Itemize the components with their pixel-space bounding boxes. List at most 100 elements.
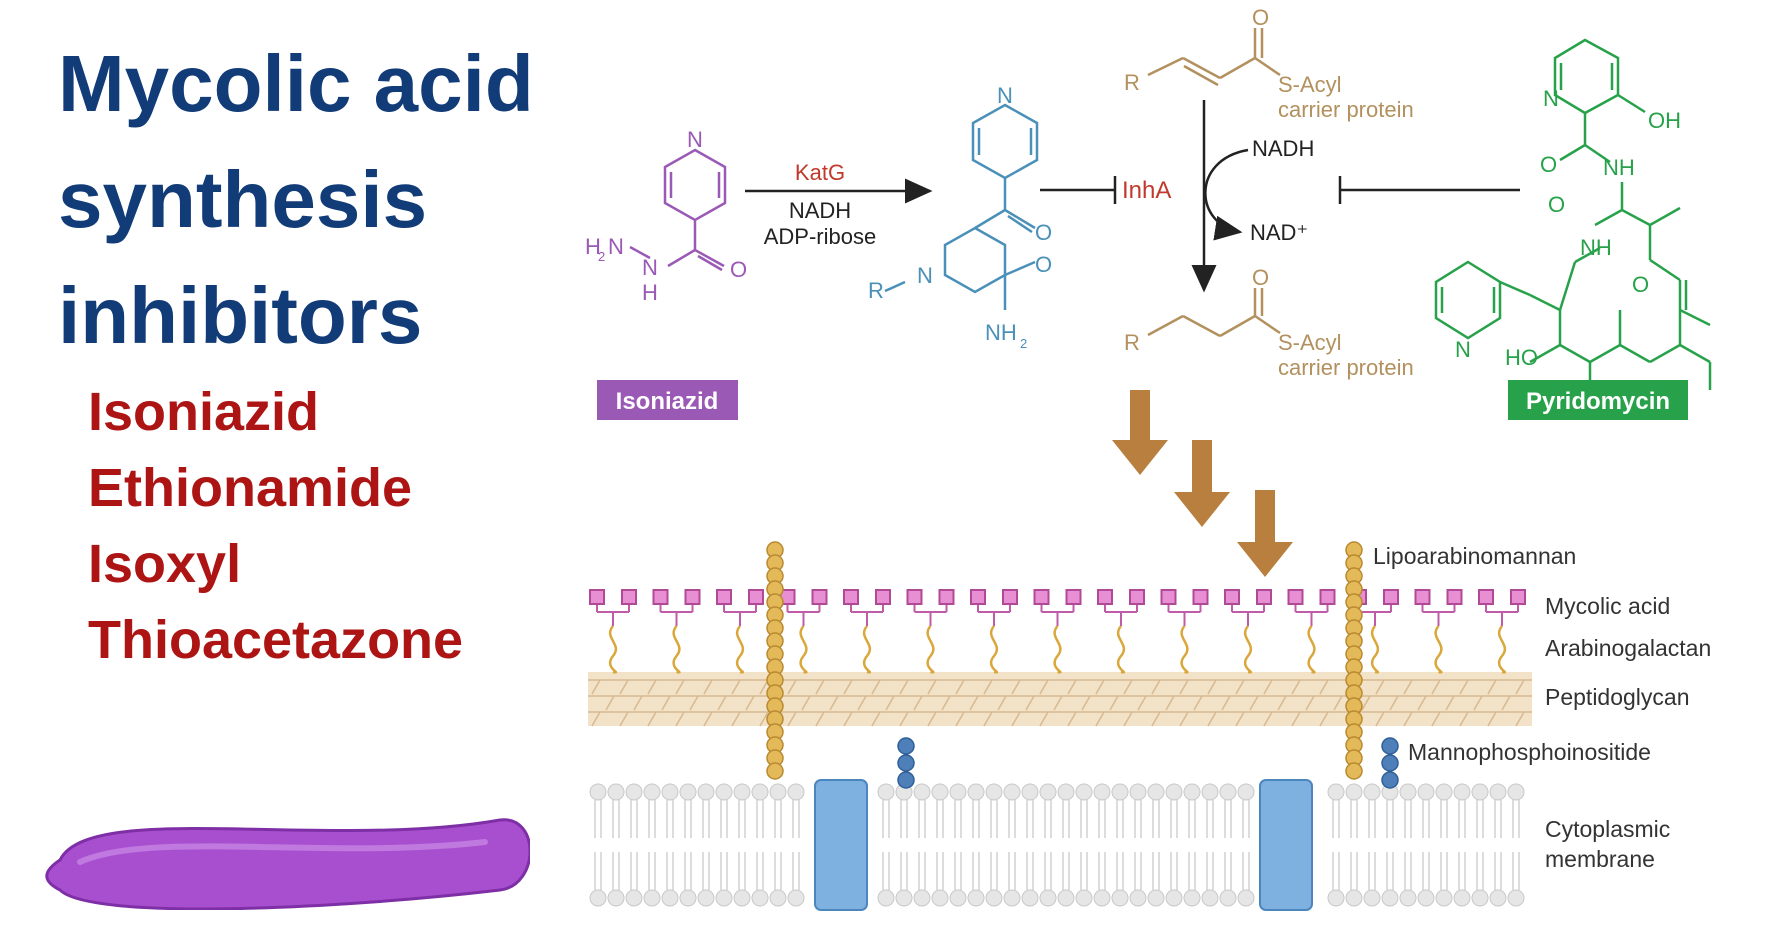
lipid-pair — [877, 783, 895, 907]
peptidoglycan-crosslink — [1039, 679, 1049, 695]
lipid-pair — [985, 783, 1003, 907]
peptidoglycan-crosslink — [899, 679, 909, 695]
mycolic-acid-unit — [716, 589, 764, 674]
lipid-head — [1345, 889, 1363, 907]
mycolic-head — [1510, 589, 1526, 605]
arabinogalactan-chain — [608, 625, 618, 674]
lipid-pair — [913, 783, 931, 907]
label-mycolic-acid: Mycolic acid — [1545, 593, 1670, 619]
lipid-tails — [684, 800, 692, 890]
peptidoglycan-crosslink — [1515, 711, 1525, 727]
nadh-curved-arrow — [1204, 148, 1249, 241]
lipid-pair — [679, 783, 697, 907]
peptidoglycan-crosslink — [675, 679, 685, 695]
peptidoglycan-crosslink — [1011, 711, 1021, 727]
cytoplasmic-membrane — [589, 783, 1525, 907]
lipid-tails — [738, 800, 746, 890]
peptidoglycan-crosslink — [899, 711, 909, 727]
lipid-head — [625, 889, 643, 907]
lipid-head — [787, 783, 805, 801]
lipid-pair — [625, 783, 643, 907]
lipid-head — [1129, 783, 1147, 801]
peptidoglycan-crosslink — [1235, 711, 1245, 727]
mycolic-head — [1287, 589, 1304, 605]
peptidoglycan-crosslink — [1389, 695, 1399, 711]
drug-isoniazid: Isoniazid — [88, 382, 320, 442]
lipid-head — [1435, 783, 1453, 801]
lipid-head — [1219, 889, 1237, 907]
lipid-head — [1489, 783, 1507, 801]
lipid-head — [1345, 783, 1363, 801]
peptidoglycan-crosslink — [591, 711, 601, 727]
lipid-pair — [733, 783, 751, 907]
lipid-head — [1075, 889, 1093, 907]
label-peptidoglycan: Peptidoglycan — [1545, 684, 1690, 710]
lipid-head — [1327, 783, 1345, 801]
lipoarabinomannan-chains — [766, 541, 1363, 780]
lipid-pair — [1003, 783, 1021, 907]
peptidoglycan-crosslink — [1039, 711, 1049, 727]
title-line-3: inhibitors — [58, 271, 423, 360]
peptidoglycan-crosslink — [605, 695, 615, 711]
arabinogalactan-chain — [1370, 625, 1380, 674]
mycolic-acid-unit — [906, 589, 955, 674]
pyridomycin-molecule — [1434, 38, 1712, 395]
lipid-head — [589, 889, 607, 907]
lipid-tails — [936, 800, 944, 890]
peptidoglycan-crosslink — [1053, 695, 1063, 711]
lipid-tails — [1098, 800, 1106, 890]
isoniazid-n3-atom: N — [608, 234, 624, 259]
mycolic-head — [1192, 589, 1209, 605]
lipid-pair — [1093, 783, 1111, 907]
peptidoglycan-crosslink — [1487, 711, 1497, 727]
peptidoglycan-crosslink — [1151, 711, 1161, 727]
lipid-head — [733, 889, 751, 907]
lipid-pair — [1165, 783, 1183, 907]
lipid-pair — [1039, 783, 1057, 907]
lipid-pair — [1363, 783, 1381, 907]
lipid-head — [1237, 783, 1255, 801]
lipid-head — [733, 783, 751, 801]
peptidoglycan-crosslink — [1445, 695, 1455, 711]
lipid-tails — [1332, 800, 1340, 890]
peptidoglycan-crosslink — [591, 679, 601, 695]
peptidoglycan-crosslink — [913, 695, 923, 711]
membrane-protein-2 — [1259, 779, 1313, 911]
adduct-o2-atom: O — [1035, 252, 1052, 277]
lipid-tails — [1134, 800, 1142, 890]
mycolic-acid-unit — [779, 589, 828, 674]
adduct-r-label: R — [868, 278, 884, 303]
lipid-head — [1489, 889, 1507, 907]
peptidoglycan-crosslink — [815, 711, 825, 727]
lipid-pair — [697, 783, 715, 907]
nad-plus-label: NAD⁺ — [1250, 220, 1308, 245]
peptidoglycan-crosslink — [941, 695, 951, 711]
adduct-o1-atom: O — [1035, 220, 1052, 245]
mycolic-head — [1002, 589, 1018, 605]
lipid-tails — [612, 800, 620, 890]
title-line-1: Mycolic acid — [58, 39, 534, 128]
mycolic-head — [1414, 589, 1431, 605]
mycolic-acid-unit — [1160, 589, 1209, 674]
peptidoglycan-crosslink — [927, 711, 937, 727]
substrate-carrier-protein: carrier protein — [1278, 97, 1414, 122]
mycolic-acid-unit — [1414, 589, 1463, 674]
lipid-pair — [895, 783, 913, 907]
peptidoglycan-crosslink — [857, 695, 867, 711]
lipid-pair — [1075, 783, 1093, 907]
lipid-head — [1057, 783, 1075, 801]
peptidoglycan-crosslink — [1025, 695, 1035, 711]
lipid-tails — [792, 800, 800, 890]
lipid-pair — [1381, 783, 1399, 907]
peptidoglycan-crosslink — [1403, 679, 1413, 695]
peptidoglycan-crosslink — [1431, 711, 1441, 727]
lipid-pair — [1237, 783, 1255, 907]
katg-nadh-label: NADH — [789, 198, 851, 223]
lipid-head — [1003, 783, 1021, 801]
peptidoglycan-crosslink — [1459, 711, 1469, 727]
product-carrier-protein: carrier protein — [1278, 355, 1414, 380]
mycolic-head — [811, 589, 828, 605]
peptidoglycan-crosslink — [787, 679, 797, 695]
mycolic-head — [621, 589, 637, 605]
arabinogalactan-chain — [1243, 625, 1253, 674]
